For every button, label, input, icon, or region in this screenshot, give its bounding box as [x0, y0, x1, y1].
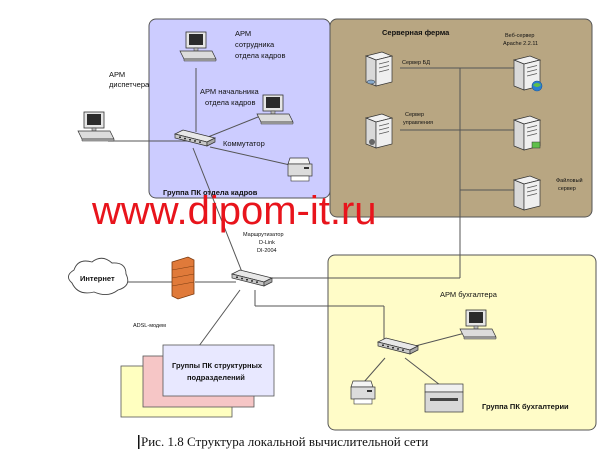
server-web-label-1: Веб-сервер: [505, 33, 535, 39]
mail-icon: [531, 141, 541, 149]
node-server-mgmt: Сервер управления: [365, 112, 433, 149]
node-server-file: Файловый сервер: [513, 175, 583, 211]
node-printer-hr: [287, 157, 313, 182]
arm-hr-employee-label-1: АРМ: [235, 29, 251, 38]
zone-server-farm-title: Серверная ферма: [382, 28, 450, 37]
printer-icon: [350, 380, 376, 405]
server-mgmt-label-2: управления: [403, 120, 433, 126]
computer-icon: [77, 111, 115, 142]
server-web-label-2: Apache 2.2.11: [503, 41, 538, 47]
server-mgmt-label-1: Сервер: [405, 112, 424, 118]
node-router: Маршрутизатор D-Link DI-2004: [231, 232, 284, 287]
text-cursor: [138, 435, 140, 449]
node-firewall: ADSL-модем: [133, 256, 195, 329]
node-server-gateway: [513, 115, 541, 151]
node-arm-hr-employee: АРМ сотрудника отдела кадров: [179, 29, 285, 62]
server-icon: [513, 175, 541, 211]
server-file-label-2: сервер: [558, 186, 576, 192]
zone-accounting: Группа ПК бухгалтерии: [327, 254, 597, 431]
globe-land: [533, 83, 541, 87]
node-internet: Интернет: [68, 257, 129, 295]
adsl-label: ADSL-модем: [133, 323, 166, 329]
figure-caption: Рис. 1.8 Структура локальной вычислитель…: [141, 434, 428, 449]
dept-groups-label-1: Группы ПК структурных: [172, 361, 263, 370]
arm-dispatcher-label-2: диспетчера: [109, 80, 150, 89]
group-card-front: [162, 344, 275, 397]
router-label-1: Маршрутизатор: [243, 232, 284, 238]
node-arm-dispatcher: АРМ диспетчера: [77, 70, 150, 142]
arm-hr-head-label-1: АРМ начальника: [200, 87, 260, 96]
switch-hr-label: Коммутатор: [223, 139, 265, 148]
firewall-icon: [171, 256, 195, 300]
mfp-icon: [424, 391, 464, 413]
zone-accounting-title: Группа ПК бухгалтерии: [482, 402, 569, 411]
node-server-web: Веб-сервер Apache 2.2.11: [503, 33, 543, 92]
cloud-icon: [68, 257, 129, 295]
node-printer-accounting: [350, 380, 376, 405]
database-icon: [366, 79, 376, 85]
router-label-3: DI-2004: [257, 248, 277, 254]
arm-hr-employee-label-2: сотрудника: [235, 40, 275, 49]
node-arm-hr-head: АРМ начальника отдела кадров: [200, 87, 294, 125]
server-file-label-1: Файловый: [556, 177, 583, 184]
zone-accounting-box: [327, 254, 597, 431]
node-mfp-accounting: [424, 383, 464, 413]
router-label-2: D-Link: [259, 240, 275, 246]
node-server-db: Сервер БД: [365, 51, 430, 87]
arm-dispatcher-label-1: АРМ: [109, 70, 125, 79]
arm-hr-head-label-2: отдела кадров: [205, 98, 255, 107]
router-icon: [231, 269, 273, 287]
node-arm-accountant: АРМ бухгалтера: [440, 290, 498, 340]
node-dept-groups: Группы ПК структурных подразделений: [120, 344, 275, 418]
printer-icon: [287, 157, 313, 182]
dept-groups-label-2: подразделений: [187, 373, 245, 382]
server-db-label: Сервер БД: [402, 60, 430, 66]
mfp-top: [424, 383, 464, 393]
connections: [108, 67, 520, 386]
gear-icon: [369, 139, 375, 145]
node-switch-hr: Коммутатор: [174, 129, 265, 148]
watermark: www.dipom-it.ru: [91, 189, 377, 233]
arm-accountant-label: АРМ бухгалтера: [440, 290, 498, 299]
arm-hr-employee-label-3: отдела кадров: [235, 51, 285, 60]
internet-label: Интернет: [80, 274, 115, 283]
